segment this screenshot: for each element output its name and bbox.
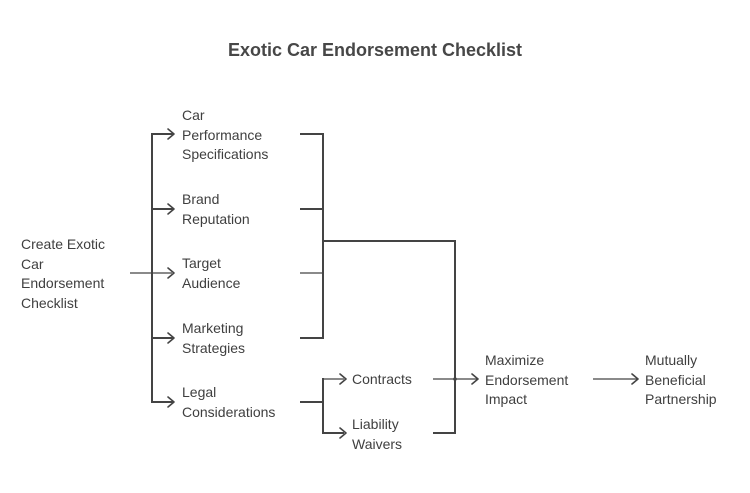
arrowhead-car-performance: [167, 128, 175, 140]
arrowhead-liability-waivers: [339, 427, 347, 439]
node-liability-waivers: Liability Waivers: [352, 416, 403, 452]
arrowhead-marketing-strategies: [167, 332, 175, 344]
arrowhead-target-audience: [167, 267, 175, 279]
diagram-title: Exotic Car Endorsement Checklist: [227, 40, 523, 60]
node-partnership: Mutually Beneficial Partnership: [645, 352, 717, 407]
node-brand-reputation: Brand Reputation: [182, 191, 250, 227]
arrowhead-partnership: [631, 373, 639, 385]
arrowhead-legal-considerations: [167, 396, 175, 408]
node-create-checklist: Create Exotic Car Endorsement Checklist: [21, 236, 106, 311]
node-legal-considerations: Legal Considerations: [182, 384, 276, 420]
node-marketing-strategies: Marketing Strategies: [182, 320, 246, 356]
node-car-performance: Car Performance Specifications: [182, 107, 269, 162]
node-contracts: Contracts: [352, 371, 412, 387]
arrowhead-brand-reputation: [167, 203, 175, 215]
arrowhead-contracts: [339, 373, 347, 385]
node-maximize-impact: Maximize Endorsement Impact: [485, 352, 569, 407]
arrowhead-maximize: [471, 373, 479, 385]
node-target-audience: Target Audience: [182, 255, 241, 291]
